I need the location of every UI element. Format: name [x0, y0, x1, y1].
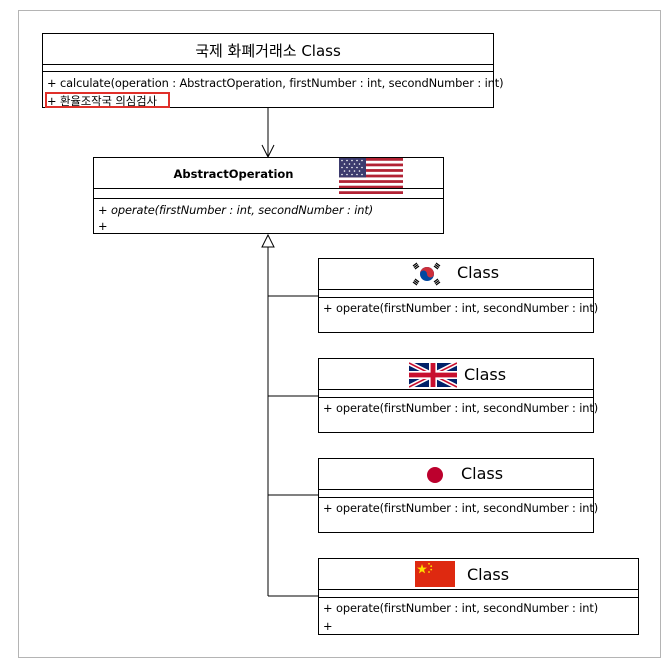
- exchange-class-title: 국제 화폐거래소 Class: [195, 42, 341, 60]
- uk-class-box: Class + operate(firstNumber : int, secon…: [318, 358, 598, 433]
- japan-class-box: Class + operate(firstNumber : int, secon…: [318, 458, 598, 533]
- abstract-operation-extra: +: [98, 219, 108, 233]
- uk-separator-2: [319, 397, 593, 398]
- exchange-class-separator-2: [43, 71, 493, 72]
- uk-operation-operate: + operate(firstNumber : int, secondNumbe…: [323, 401, 599, 415]
- diagram-frame: [18, 10, 661, 658]
- exchange-operation-calculate: + calculate(operation : AbstractOperatio…: [47, 76, 504, 90]
- exchange-operation-manipulation-check: + 환율조작국 의심검사: [47, 94, 157, 108]
- japan-operation-operate: + operate(firstNumber : int, secondNumbe…: [323, 501, 599, 515]
- abstract-separator-2: [94, 198, 443, 199]
- abstract-separator-1: [94, 188, 443, 189]
- china-class-box: Class + operate(firstNumber : int, secon…: [318, 558, 639, 635]
- exchange-class-box: 국제 화폐거래소 Class + calculate(operation : A…: [42, 33, 504, 108]
- china-separator-2: [319, 597, 638, 598]
- china-operation-operate: + operate(firstNumber : int, secondNumbe…: [323, 601, 599, 615]
- japan-separator-2: [319, 497, 593, 498]
- korea-separator-1: [319, 289, 593, 290]
- uk-separator-1: [319, 389, 593, 390]
- china-operation-extra: +: [323, 619, 333, 633]
- uk-flag-icon: [409, 360, 457, 390]
- china-separator-1: [319, 589, 638, 590]
- korea-class-box: Class + operate(firstNumber : int, secon…: [318, 258, 598, 333]
- korea-flag-icon: [410, 262, 444, 286]
- uk-class-title: Class: [464, 365, 507, 384]
- japan-class-title: Class: [461, 464, 504, 483]
- highlight-box: [45, 92, 170, 108]
- china-flag-icon: [415, 561, 455, 587]
- generalization-arrowhead: [261, 233, 275, 248]
- china-class-title: Class: [467, 565, 510, 584]
- abstract-operation-title: AbstractOperation: [173, 167, 294, 181]
- korea-operation-operate: + operate(firstNumber : int, secondNumbe…: [323, 301, 599, 315]
- korea-class-title: Class: [457, 263, 500, 282]
- abstract-operation-box: AbstractOperation + operate(firstNumber …: [93, 157, 444, 234]
- exchange-class-separator-1: [43, 64, 493, 65]
- korea-separator-2: [319, 297, 593, 298]
- abstract-operation-operate: + operate(firstNumber : int, secondNumbe…: [98, 203, 374, 217]
- japan-flag-icon: [421, 464, 449, 486]
- japan-separator-1: [319, 489, 593, 490]
